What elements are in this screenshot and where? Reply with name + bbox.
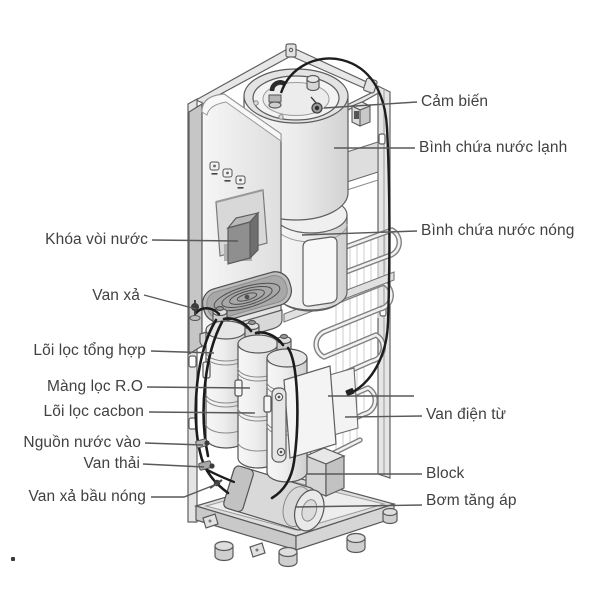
faucet [226,211,260,265]
drain-valve [189,300,201,321]
faucet-recess [215,189,268,265]
hot-water-tank [274,196,348,312]
callout-mang-loc-ro: Màng lọc R.O [47,378,143,395]
sensor [310,96,323,114]
callout-van-thai: Van thải [83,455,140,472]
callout-bom-tang-ap: Bơm tăng áp [426,492,517,509]
callout-van-dien-tu: Van điện từ [426,406,507,423]
callout-cam-bien: Cảm biến [421,93,489,110]
lid-cap [306,74,320,92]
callout-khoa-voi-nuoc: Khóa vòi nước [45,231,148,248]
leader-loi-loc-cacbon [148,411,256,414]
left-fittings [189,300,223,489]
leader-nguon-nuoc-vao [144,442,204,446]
leader-mang-loc-ro [146,386,251,389]
callout-loi-loc-tong-hop: Lõi lọc tổng hợp [33,342,146,359]
compressor-block [304,447,346,497]
stray-period-mark [11,557,15,561]
leader-loi-loc-tong-hop [150,350,215,354]
callout-loi-loc-cacbon: Lõi lọc cacbon [43,403,144,420]
hot-tank-strap [302,236,338,307]
rail-switch-box [350,101,372,127]
cold-water-tank [243,68,349,221]
leader-bom-tang-ap [294,504,423,508]
base-feet [214,507,398,568]
control-buttons [209,161,246,189]
waste-valve-fitting [198,460,215,471]
booster-pump [223,465,325,532]
leader-lines [142,101,423,508]
leader-binh-nong [301,230,418,236]
leader-van-thai [142,463,205,468]
leader-van-dien-tu-b [344,415,423,418]
sensor-cable [279,57,391,395]
callout-binh-chua-nuoc-nong: Bình chứa nước nóng [421,222,575,239]
leader-khoa-voi-nuoc [151,239,239,242]
callout-van-xa-bau-nong: Van xả bầu nóng [28,488,146,505]
callout-binh-chua-nuoc-lanh: Bình chứa nước lạnh [419,139,568,156]
callout-van-xa: Van xả [92,287,140,304]
callout-nguon-nuoc-vao: Nguồn nước vào [23,434,141,451]
cable-connector [345,388,355,396]
front-door-panel [188,93,292,356]
leader-cam-bien [323,101,418,109]
leader-van-xa [143,294,197,310]
callout-block: Block [426,465,465,482]
leader-van-xa-bau-nong [151,483,218,498]
lid-elbow-fitting [268,80,287,109]
